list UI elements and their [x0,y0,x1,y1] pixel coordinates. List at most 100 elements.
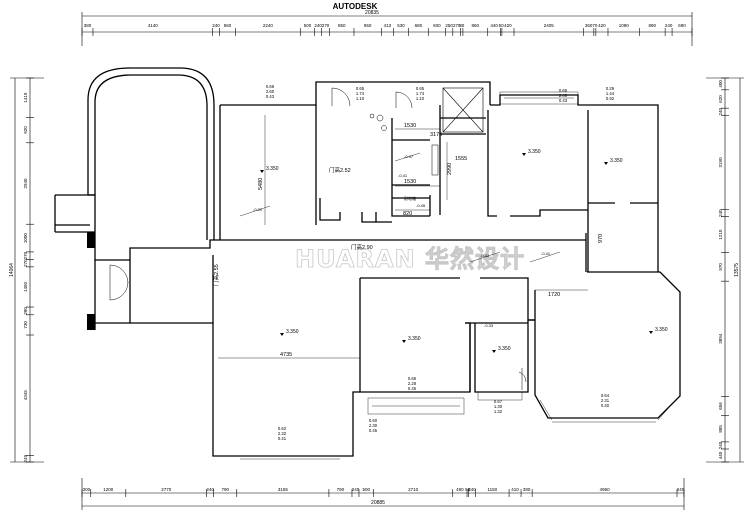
top-dim-label: 500 [304,23,312,28]
level-mark-6: -0.41 [398,173,408,178]
top-dim-label: 2240 [263,23,274,28]
bottom-dim-label: 4960 [600,487,611,492]
window-height-value: 0.40 [601,403,610,408]
window-height-value: 0.66 [266,84,275,89]
window-frames [213,91,673,460]
window-height-value: 0.65 [416,86,425,91]
dim-1530-mid: 1530 [404,179,416,185]
columns [87,232,95,330]
right-dim-label: 3894 [718,333,723,344]
top-dim-label: 80 [459,23,465,28]
top-dim-label: 1090 [619,23,630,28]
bottom-dim-label: 1150 [487,487,497,492]
room-elev-octagon: 3.350 [655,327,668,333]
door-height-corridor: 门高2.90 [351,243,373,251]
dim-5480: 5480 [258,178,264,190]
bottom-dim-label: 380 [523,487,531,492]
top-dim-label: 250 [445,23,453,28]
top-dim-label: 4140 [148,23,159,28]
level-mark-5: -0.20 [253,207,263,212]
top-dim-label: 270 [322,23,330,28]
bottom-dim-label: 790 [221,487,229,492]
room-elev-master: 3.350 [266,166,279,172]
window-height-value: 0.67 [494,399,503,404]
elevation-markers [260,153,653,353]
bottom-dim-label: 50 [465,487,471,492]
top-dim-label: 690 [678,23,686,28]
bottom-dim-label: 2770 [161,487,172,492]
top-dim-label: 850 [338,23,346,28]
window-height-value: 2.60 [266,89,275,94]
top-dim-label: 680 [415,23,423,28]
inner-dimension-lines [218,115,588,359]
window-height-value: 2.32 [278,431,287,436]
level-mark-4: -0.45 [416,203,426,208]
right-dim-label: 620 [718,95,723,103]
window-height-value: 0.43 [559,98,568,103]
top-dim-label: 50 [499,23,505,28]
top-dim-label: 240 [314,23,322,28]
top-dim-label: 950 [364,23,372,28]
level-mark-2: -0.41 [541,251,551,256]
room-elev-small: 3.350 [498,346,511,352]
right-dim-label: 1210 [718,229,723,240]
level-marks: -0.37 -0.41 -0.43 -0.45 -0.20 -0.41 -0.3… [253,154,551,328]
right-dim-label: 656 [718,402,723,410]
right-dim-label: 3190 [718,157,723,168]
window-height-value: 0.43 [266,94,275,99]
bottom-dim-label: 490 [456,487,464,492]
top-dim-label: 413 [384,23,392,28]
top-dim-label: 380 [84,23,92,28]
window-height-value: 2.31 [601,398,610,403]
bottom-dim-label: 2710 [408,487,419,492]
top-dimension-chain [81,12,693,46]
window-height-value: 0.66 [408,376,417,381]
level-mark-3: -0.43 [480,253,490,258]
room-elev-top-right-2: 3.350 [610,158,623,164]
top-dim-label: 360 [585,23,593,28]
bottom-dim-label: 790 [337,487,345,492]
left-total-dimension: 14064 [9,263,15,277]
window-height-value: 1.10 [356,96,365,101]
window-height-value: 0.62 [278,426,287,431]
top-dim-label: 860 [472,23,480,28]
left-dim-label: 1419 [23,92,28,103]
window-height-value: 0.92 [606,96,615,101]
top-dim-label: 70 [592,23,598,28]
dim-1720: 1720 [548,292,560,298]
dim-4735: 4735 [280,352,292,358]
top-dim-label: 270 [453,23,461,28]
room-elevation-labels: 3.350 3.350 3.350 3.350 3.350 3.350 3.35… [266,149,668,352]
right-dim-label: 400 [718,80,723,88]
left-dim-label: 2940 [23,178,28,189]
window-height-value: 1.74 [416,91,425,96]
right-dim-label: 440 [718,451,723,459]
watermark-text: HUARAN 华然设计 [295,245,525,273]
left-dim-label: 730 [23,321,28,329]
top-dim-label: 240 [212,23,220,28]
level-mark-7: -0.33 [484,323,494,328]
window-height-value: 1.32 [494,409,503,414]
window-height-value: 1.44 [606,91,615,96]
dim-1555: 1555 [455,156,467,162]
window-height-value: 0.64 [601,393,610,398]
door-height-entry: 门高2.55 [212,264,220,286]
right-dim-label: 885 [718,425,723,433]
window-height-labels: 0.662.600.430.651.741.100.651.741.100.66… [266,84,615,441]
bath-fixtures [369,113,439,176]
window-height-value: 2.28 [408,381,417,386]
bottom-dim-label: 240 [677,487,685,492]
top-dim-label: 240 [665,23,673,28]
window-height-value: 0.41 [278,436,287,441]
window-height-value: 1.74 [356,91,365,96]
left-dim-label: 280 [23,307,28,315]
window-height-value: 1.30 [494,404,503,409]
door-height-labels: 门高2.52 门高2.90 门高2.55 [212,166,373,286]
dim-970: 970 [598,234,604,243]
right-dim-label: 240 [718,107,723,115]
right-dim-label: 970 [718,263,723,271]
window-height-value: 2.30 [369,423,378,428]
